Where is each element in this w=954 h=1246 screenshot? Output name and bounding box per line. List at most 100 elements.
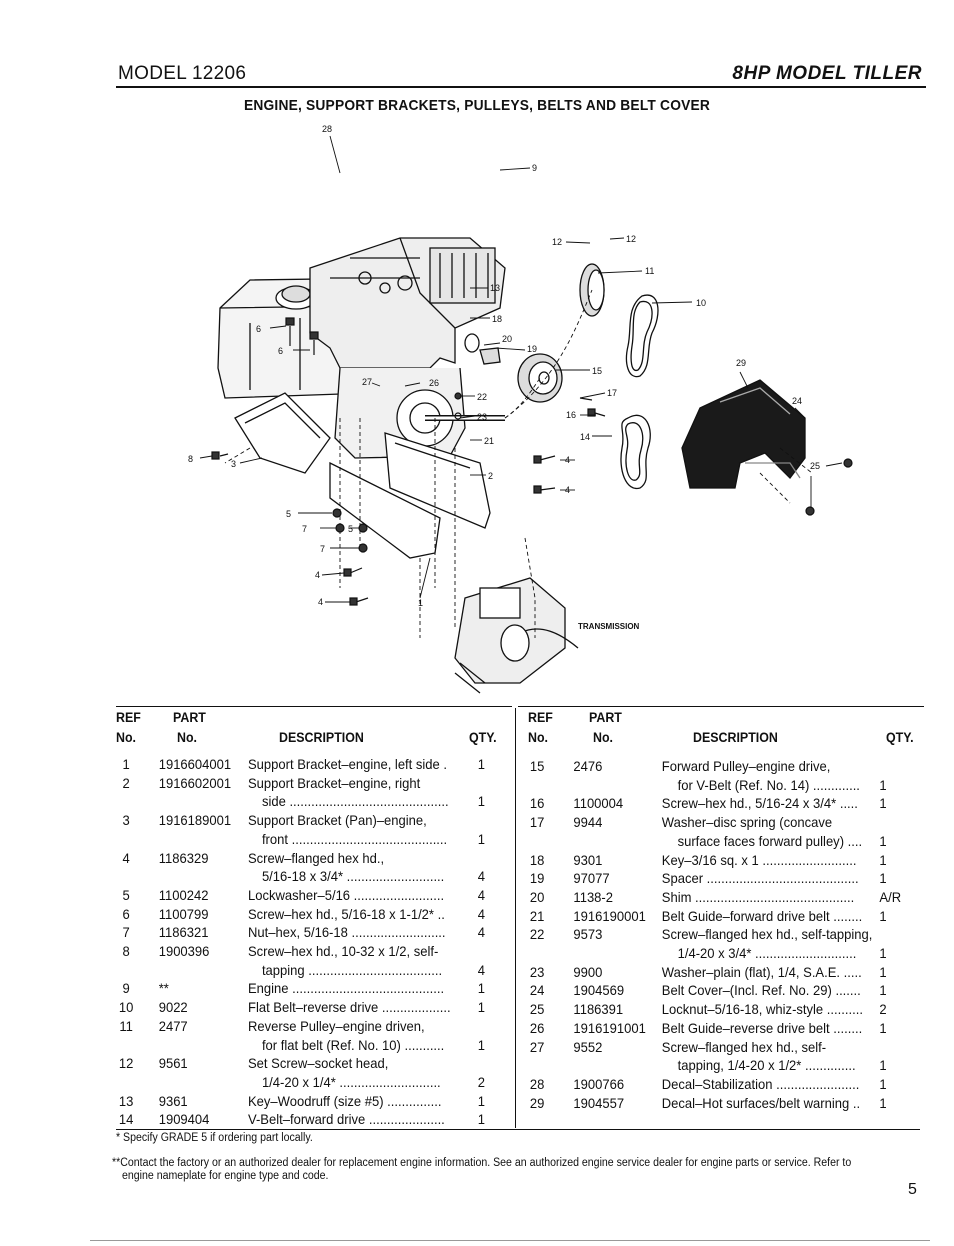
part-description: Washer–plain (flat), 1/4, S.A.E. .....	[661, 963, 862, 980]
ref-number: 18	[529, 851, 545, 868]
part-description: Screw–hex hd., 5/16-18 x 1-1/2* ..	[247, 905, 445, 922]
ref-number: 4	[122, 849, 130, 866]
part-description: surface faces forward pulley) ....	[677, 832, 863, 849]
table-top-rule-right	[518, 706, 924, 707]
table-row-continuation: side ...................................…	[115, 792, 485, 811]
quantity: 1	[879, 776, 887, 793]
part-description: Screw–hex hd., 5/16-24 x 3/4* .....	[661, 795, 858, 812]
part-description: Decal–Stabilization ....................…	[661, 1075, 860, 1092]
callout-label: 7	[320, 544, 325, 554]
callout-label: 28	[322, 124, 332, 134]
part-description: Engine .................................…	[247, 980, 445, 997]
part-description: Shim ...................................…	[661, 888, 855, 905]
quantity: 1	[477, 1036, 485, 1053]
table-row-continuation: for flat belt (Ref. No. 10) ........... 1	[115, 1036, 485, 1055]
callout-label: 10	[696, 298, 706, 308]
quantity: 1	[879, 1057, 887, 1074]
callout-label: 1	[418, 598, 423, 608]
table-row-continuation: 1/4-20 x 3/4* ..........................…	[526, 944, 898, 963]
header-part: PART	[589, 710, 622, 725]
part-number: 1904557	[573, 1094, 625, 1111]
ref-number: 15	[529, 758, 545, 774]
part-number: 1186391	[573, 1001, 624, 1018]
part-description: Belt Cover–(Incl. Ref. No. 29) .......	[661, 982, 861, 999]
v-belt	[620, 414, 651, 489]
callout-label: 12	[626, 234, 636, 244]
part-description: Flat Belt–reverse drive ................…	[247, 999, 451, 1016]
part-number: 1904569	[573, 982, 625, 999]
ref-number: 13	[118, 1092, 134, 1109]
ref-number: 23	[529, 963, 545, 980]
quantity: 1	[879, 851, 887, 868]
quantity: 1	[879, 795, 887, 812]
quantity: 2	[879, 1001, 887, 1018]
quantity: 1	[879, 1094, 887, 1111]
callout-label: 19	[527, 344, 537, 354]
callout-label: 4	[318, 597, 323, 607]
ref-number: 5	[122, 886, 130, 903]
part-description: Decal–Hot surfaces/belt warning ..	[661, 1094, 861, 1111]
part-description: Support Bracket (Pan)–engine,	[247, 812, 427, 829]
quantity: 1	[879, 870, 887, 887]
ref-number: 3	[122, 812, 130, 829]
part-number: 1916604001	[158, 756, 232, 772]
header-ref-no: No.	[528, 730, 549, 745]
part-number: 1916189001	[158, 812, 232, 829]
ref-number: 24	[529, 982, 545, 999]
part-description: Key–Woodruff (size #5) ...............	[247, 1092, 442, 1109]
part-number: 1916191001	[573, 1019, 646, 1036]
table-row: 9**Engine ..............................…	[115, 979, 485, 998]
part-number: 1100799	[158, 905, 209, 922]
part-number: 1916602001	[158, 774, 232, 791]
ref-number: 1	[122, 756, 130, 772]
ref-number: 9	[122, 980, 130, 997]
part-description: Reverse Pulley–engine driven,	[247, 1017, 425, 1034]
header-ref: REF	[528, 710, 553, 725]
quantity: 2	[477, 1073, 485, 1090]
part-description: Lockwasher–5/16 ........................…	[247, 886, 445, 903]
part-description: V-Belt–forward drive ...................…	[247, 1111, 445, 1128]
table-row: 24 1904569 Belt Cover–(Incl. Ref. No. 29) …	[526, 981, 898, 1000]
quantity: 1	[879, 832, 887, 849]
callout-label: 24	[792, 396, 802, 406]
quantity: 1	[477, 980, 485, 997]
callout-label: 15	[592, 366, 602, 376]
part-description: for flat belt (Ref. No. 10) ...........	[261, 1036, 445, 1053]
callout-label: 3	[231, 459, 236, 469]
part-description: 1/4-20 x 3/4* ..........................…	[677, 945, 857, 961]
ref-number: 6	[122, 905, 130, 922]
ref-number: 20	[529, 888, 545, 905]
callout-label: 11	[645, 266, 654, 276]
callout-label: 13	[490, 283, 500, 293]
header-ref: REF	[116, 710, 141, 725]
ref-number: 21	[529, 907, 545, 924]
quantity: 1	[879, 945, 887, 961]
model-number: MODEL 12206	[118, 63, 247, 84]
table-row-continuation: 5/16-18 x 3/4* .........................…	[115, 867, 485, 886]
table-row-continuation: surface faces forward pulley) .... 1	[526, 832, 898, 851]
belt-cover	[681, 379, 806, 489]
quantity: 1	[879, 1075, 887, 1092]
part-number: 9552	[573, 1038, 603, 1055]
quantity: 4	[477, 924, 485, 941]
ref-number: 12	[118, 1055, 134, 1072]
table-bottom-rule	[116, 1129, 920, 1130]
part-description: side ...................................…	[261, 793, 449, 810]
ref-number: 26	[529, 1019, 545, 1036]
support-bracket-pan	[234, 392, 331, 474]
ref-number: 17	[529, 814, 545, 831]
part-number: 9900	[573, 963, 603, 980]
quantity: A/R	[879, 888, 902, 905]
